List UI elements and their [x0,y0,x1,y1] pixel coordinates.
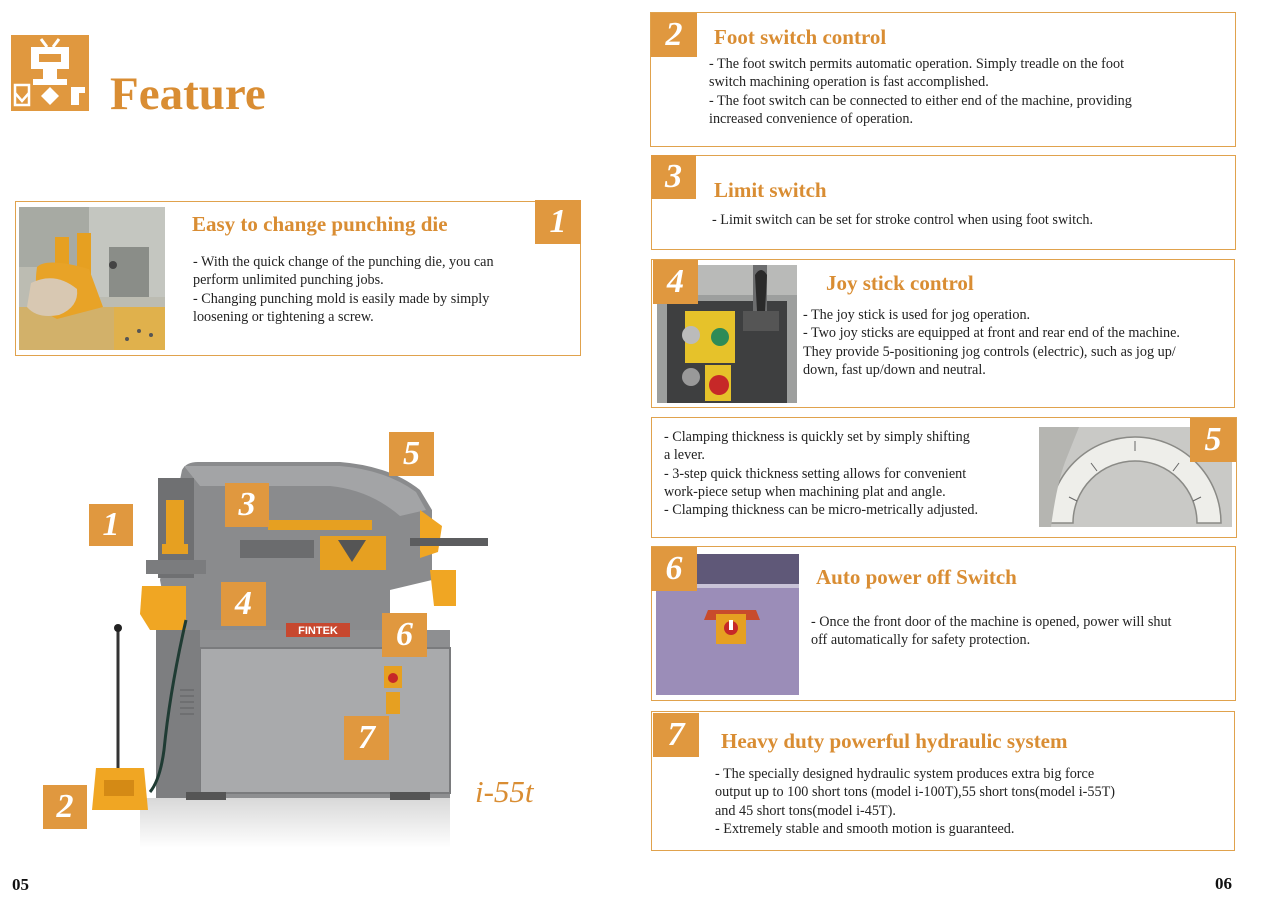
feature-1-line: perform unlimited punching jobs. [193,272,384,289]
feature-5-line: - 3-step quick thickness setting allows … [664,465,967,482]
feature-5-line: work-piece setup when machining plat and… [664,483,946,500]
feature-7-line: and 45 short tons(model i-45T). [715,802,896,819]
feature-7-number: 7 [653,713,699,757]
model-name: i-55t [475,774,534,809]
feature-logo-icon [11,35,89,111]
feature-5-line: - Clamping thickness can be micro-metric… [664,502,979,519]
feature-7-title: Heavy duty powerful hydraulic system [721,729,1068,753]
feature-1-line: - Changing punching mold is easily made … [193,290,490,307]
punching-die-photo [19,207,165,350]
page-title: Feature [110,68,266,120]
feature-1-title: Easy to change punching die [192,212,448,236]
page-number-left: 05 [12,875,29,894]
feature-2-line: - The foot switch permits automatic oper… [709,56,1125,72]
feature-6-number: 6 [651,547,697,591]
joystick-control-photo [657,265,797,403]
feature-5-line: - Clamping thickness is quickly set by s… [664,429,970,445]
feature-4-line: - Two joy sticks are equipped at front a… [803,325,1180,342]
feature-2-line: - The foot switch can be connected to ei… [709,92,1132,109]
thickness-gauge-photo [1039,427,1232,527]
feature-4-line: They provide 5-positioning jog controls … [803,343,1176,360]
feature-2-line: switch machining operation is fast accom… [709,74,989,91]
feature-6-title: Auto power off Switch [816,565,1017,589]
callout-2: 2 [43,785,87,829]
feature-4-line: - The joy stick is used for jog operatio… [803,307,1031,323]
feature-4-title: Joy stick control [826,271,974,295]
callout-5: 5 [389,432,434,476]
ironworker-machine-illustration: FINTEK [90,430,500,850]
feature-5-text: - Clamping thickness is quickly set by s… [664,428,978,519]
callout-3: 3 [225,483,269,527]
feature-1-number: 1 [535,200,581,244]
feature-2-line: increased convenience of operation. [709,110,914,127]
feature-3-title: Limit switch [714,178,827,202]
callout-6: 6 [382,613,427,657]
callout-1: 1 [89,504,133,546]
feature-6-line: - Once the front door of the machine is … [811,614,1172,630]
feature-7-line: output up to 100 short tons (model i-100… [715,784,1115,801]
feature-2-text: - The foot switch permits automatic oper… [709,55,1132,128]
feature-box-3 [651,155,1236,250]
feature-3-number: 3 [651,155,696,199]
feature-1-text: - With the quick change of the punching … [193,253,494,326]
feature-4-number: 4 [653,260,698,304]
feature-2-title: Foot switch control [714,25,887,49]
feature-7-line: - The specially designed hydraulic syste… [715,766,1095,782]
feature-box-7 [651,711,1235,851]
feature-5-line: a lever. [664,447,705,464]
feature-1-line: loosening or tightening a screw. [193,308,374,325]
feature-5-number: 5 [1190,418,1236,462]
feature-1-line: - With the quick change of the punching … [193,254,494,270]
brand-plate-text: FINTEK [298,625,338,637]
feature-3-text: - Limit switch can be set for stroke con… [712,211,1093,229]
callout-4: 4 [221,582,266,626]
feature-4-text: - The joy stick is used for jog operatio… [803,306,1180,379]
callout-7: 7 [344,716,389,760]
page-number-right: 06 [1215,874,1232,893]
feature-box-2 [650,12,1236,147]
feature-3-line: - Limit switch can be set for stroke con… [712,212,1094,228]
feature-6-line: off automatically for safety protection. [811,632,1031,649]
feature-4-line: down, fast up/down and neutral. [803,361,986,378]
feature-2-number: 2 [651,13,697,57]
feature-7-line: - Extremely stable and smooth motion is … [715,820,1015,837]
feature-6-text: - Once the front door of the machine is … [811,613,1172,650]
feature-7-text: - The specially designed hydraulic syste… [715,765,1115,838]
